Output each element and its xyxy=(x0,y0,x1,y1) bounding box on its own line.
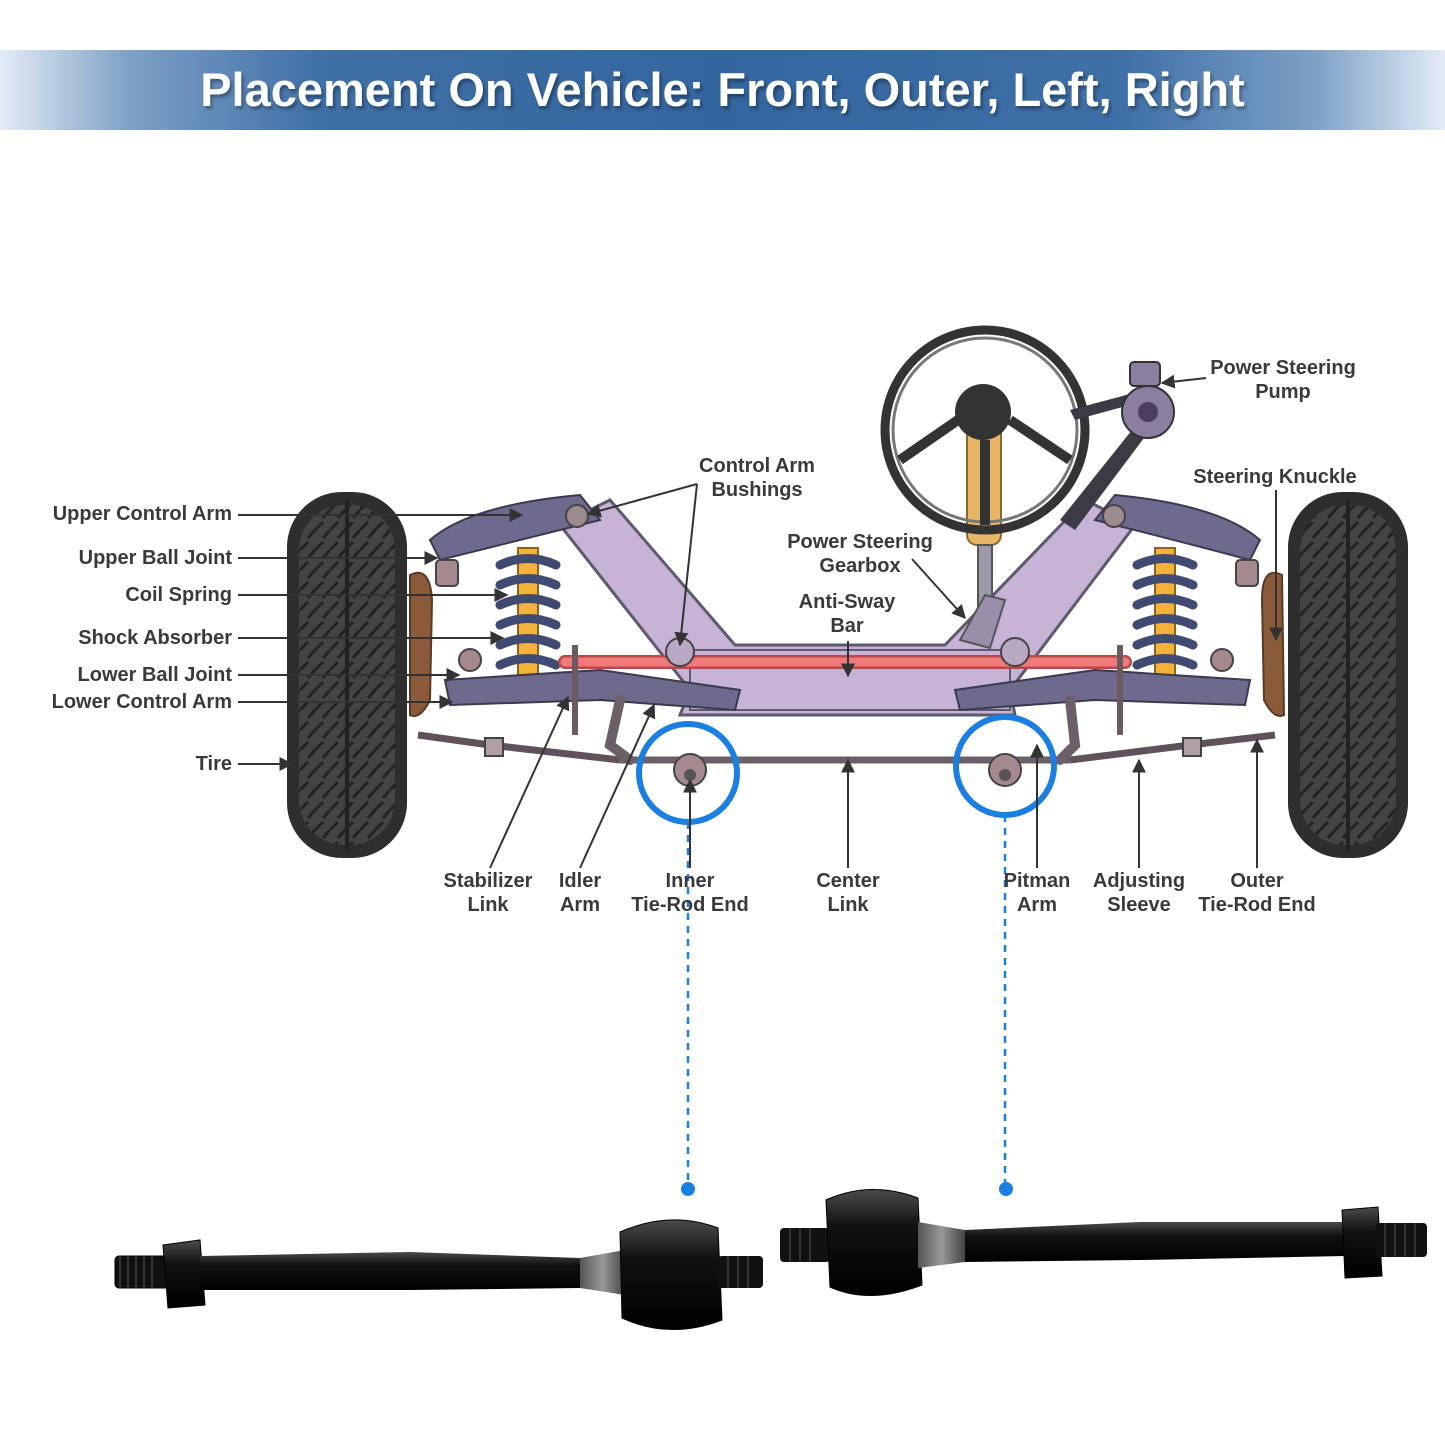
label-stabilizer-link-line1: Stabilizer xyxy=(443,870,533,892)
upper-control-arm-right xyxy=(1093,493,1262,562)
label-anti-sway-bar-line1: Anti-Sway xyxy=(798,591,896,613)
label-center-link: Center Link xyxy=(788,869,908,917)
power-steering-pump xyxy=(1060,361,1175,530)
label-inner-tie-rod-end-line2: Tie-Rod End xyxy=(631,894,749,916)
upper-ball-joint-left xyxy=(435,559,459,587)
lower-ball-joint-right xyxy=(1210,648,1234,672)
label-power-steering-gearbox-line1: Power Steering xyxy=(787,531,933,553)
label-adjusting-sleeve-line2: Sleeve xyxy=(1107,894,1171,916)
label-outer-tie-rod-end-line2: Tie-Rod End xyxy=(1198,894,1316,916)
label-idler-arm-line2: Arm xyxy=(559,894,600,916)
label-control-arm-bushings-line1: Control Arm xyxy=(699,455,815,477)
adjusting-sleeve-left xyxy=(484,737,504,757)
label-anti-sway-bar: Anti-Sway Bar xyxy=(777,590,917,638)
tie-rod-left xyxy=(417,731,621,764)
label-outer-tie-rod-end: Outer Tie-Rod End xyxy=(1182,869,1332,917)
tire-right xyxy=(1288,492,1408,858)
label-lower-ball-joint: Lower Ball Joint xyxy=(77,664,232,686)
label-power-steering-pump: Power Steering Pump xyxy=(1193,356,1373,404)
adjusting-sleeve-right xyxy=(1182,737,1202,757)
lower-control-arm-right xyxy=(953,668,1252,712)
banner-title: Placement On Vehicle: Front, Outer, Left… xyxy=(200,63,1245,116)
idler-arm xyxy=(604,695,635,765)
label-adjusting-sleeve-line1: Adjusting xyxy=(1092,870,1186,892)
label-anti-sway-bar-line2: Bar xyxy=(830,615,864,637)
bushing-right-lower xyxy=(1000,637,1030,667)
upper-control-arm-left xyxy=(428,493,602,562)
coil-spring-right xyxy=(1132,547,1198,679)
label-pitman-arm-line2: Arm xyxy=(1016,894,1057,916)
tie-rod-product-right xyxy=(780,1189,1427,1296)
label-idler-arm-line1: Idler xyxy=(558,870,602,892)
bushing-right-upper xyxy=(1102,504,1126,528)
label-control-arm-bushings: Control Arm Bushings xyxy=(677,454,837,502)
label-lower-control-arm: Lower Control Arm xyxy=(51,691,232,713)
steering-knuckle-right xyxy=(1260,571,1286,717)
label-power-steering-pump-line2: Pump xyxy=(1255,381,1311,403)
label-stabilizer-link: Stabilizer Link xyxy=(428,869,548,917)
inner-tie-rod-end-left xyxy=(673,753,707,787)
label-adjusting-sleeve: Adjusting Sleeve xyxy=(1074,869,1204,917)
inner-tie-rod-end-right xyxy=(988,753,1022,787)
tie-rod-product-left xyxy=(114,1219,763,1331)
bushing-left-upper xyxy=(565,504,589,528)
label-tire: Tire xyxy=(195,753,232,775)
lower-ball-joint-left xyxy=(458,648,482,672)
label-idler-arm: Idler Arm xyxy=(540,869,620,917)
label-power-steering-pump-line1: Power Steering xyxy=(1210,357,1356,379)
tie-rod-right xyxy=(1069,731,1276,764)
label-coil-spring: Coil Spring xyxy=(125,584,232,606)
label-center-link-line1: Center xyxy=(816,870,880,892)
label-outer-tie-rod-end-line1: Outer xyxy=(1230,870,1284,892)
label-inner-tie-rod-end: Inner Tie-Rod End xyxy=(615,869,765,917)
coil-spring-left xyxy=(495,547,561,679)
label-control-arm-bushings-line2: Bushings xyxy=(711,479,803,501)
label-center-link-line2: Link xyxy=(827,894,869,916)
label-upper-ball-joint: Upper Ball Joint xyxy=(78,547,232,569)
title-banner: Placement On Vehicle: Front, Outer, Left… xyxy=(0,50,1445,130)
leader-lines xyxy=(238,374,1283,869)
label-power-steering-gearbox-line2: Gearbox xyxy=(819,555,901,577)
steering-knuckle-left xyxy=(409,571,434,717)
label-stabilizer-link-line2: Link xyxy=(467,894,509,916)
connector-dot-right xyxy=(999,1182,1013,1196)
label-steering-knuckle: Steering Knuckle xyxy=(1193,466,1357,488)
label-shock-absorber: Shock Absorber xyxy=(78,627,232,649)
upper-ball-joint-right xyxy=(1235,559,1259,587)
pitman-arm xyxy=(1055,695,1081,765)
connector-dot-left xyxy=(681,1182,695,1196)
label-pitman-arm-line1: Pitman xyxy=(1003,870,1071,892)
label-power-steering-gearbox: Power Steering Gearbox xyxy=(770,530,950,578)
label-pitman-arm: Pitman Arm xyxy=(987,869,1087,917)
steering-wheel xyxy=(880,325,1090,535)
label-inner-tie-rod-end-line1: Inner xyxy=(665,870,715,892)
label-upper-control-arm: Upper Control Arm xyxy=(52,503,232,525)
